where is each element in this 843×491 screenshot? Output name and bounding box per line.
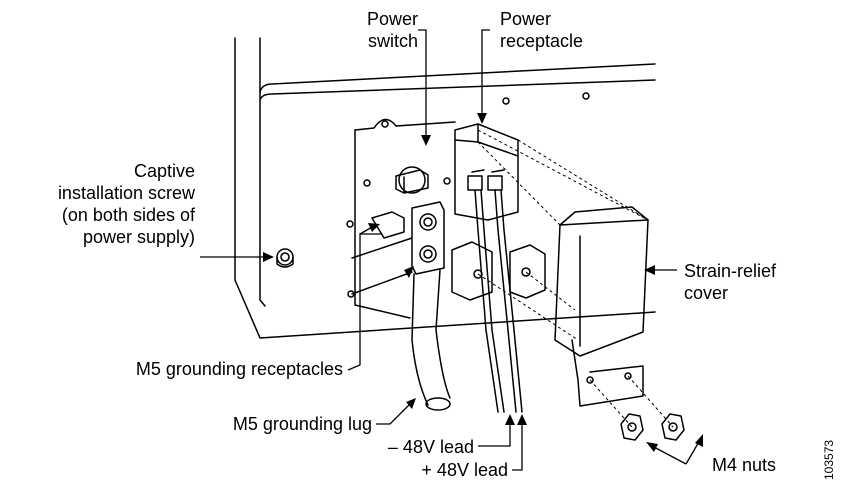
leader-grounding-receptacles (347, 233, 382, 371)
grounding-assembly (351, 201, 445, 295)
leader-power-receptacle (481, 29, 490, 118)
leader-power-switch (418, 29, 427, 140)
label-captive-screw: Captive installation screw (on both side… (20, 160, 195, 248)
leader-pos-lead (512, 420, 523, 471)
label-captive-screw-line2: installation screw (57, 183, 195, 203)
label-captive-screw-line4: power supply) (82, 227, 195, 247)
figure-number: 103573 (822, 439, 836, 480)
power-leads (474, 189, 523, 413)
strain-relief-cover (554, 206, 649, 407)
label-strain-relief-line1: Strain-relief (684, 261, 777, 281)
label-m4-nuts: M4 nuts (712, 455, 777, 475)
label-grounding-receptacles: M5 grounding receptacles (135, 359, 343, 379)
power-supply-faceplate (346, 118, 456, 319)
leader-grounding-lug (376, 401, 413, 425)
label-grounding-lug: M5 grounding lug (232, 414, 372, 434)
grounding-lug-cable (411, 269, 451, 411)
leader-m4-nut-left (651, 445, 687, 465)
label-power-switch: Power switch (330, 8, 418, 52)
label-power-receptacle-line1: Power (500, 9, 552, 29)
callout-arrowheads (263, 113, 703, 452)
chassis (234, 37, 656, 339)
power-switch-graphic (395, 166, 429, 194)
label-strain-relief-line2: cover (684, 283, 729, 303)
label-captive-screw-line1: Captive (133, 161, 195, 181)
label-neg-lead: – 48V lead (387, 437, 474, 457)
power-receptacle-graphic (454, 123, 519, 221)
label-power-switch-line2: switch (367, 31, 418, 51)
label-strain-relief: Strain-relief cover (684, 260, 776, 304)
label-power-receptacle: Power receptacle (500, 8, 583, 52)
label-power-switch-line1: Power (366, 9, 418, 29)
alignment-dashes (477, 129, 674, 428)
leader-neg-lead (478, 420, 511, 447)
label-pos-lead: + 48V lead (421, 460, 508, 480)
terminal-blocks (451, 241, 546, 301)
label-captive-screw-line3: (on both sides of (61, 205, 195, 225)
m4-nuts (620, 413, 685, 441)
label-power-receptacle-line2: receptacle (500, 31, 584, 51)
captive-screw (276, 248, 294, 268)
